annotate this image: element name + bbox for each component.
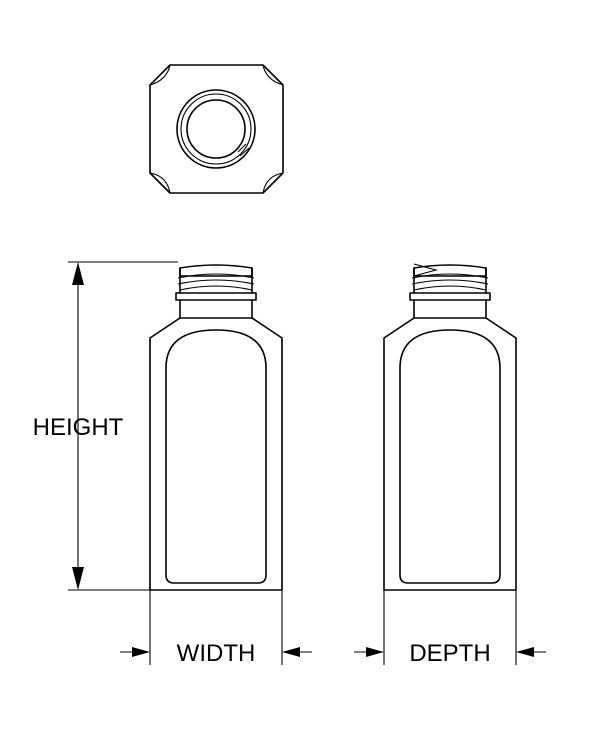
top-view-neck-outer <box>176 89 256 169</box>
width-arrow-right <box>282 647 300 657</box>
height-label: HEIGHT <box>33 414 124 441</box>
side-neck-ring <box>409 292 491 301</box>
front-thread-2 <box>177 279 255 285</box>
front-view <box>149 264 283 591</box>
width-label: WIDTH <box>177 640 256 667</box>
top-view-opening <box>186 99 246 159</box>
side-thread-start <box>413 263 439 277</box>
width-dimension <box>120 590 312 665</box>
depth-arrow-left <box>366 647 384 657</box>
front-label-panel <box>165 329 267 584</box>
top-view-corner-tr <box>262 64 284 86</box>
depth-dimension <box>354 590 546 665</box>
side-label-panel <box>399 329 501 584</box>
top-view-corner-bl <box>149 172 171 194</box>
depth-label: DEPTH <box>409 640 490 667</box>
front-neck <box>179 299 253 319</box>
side-view <box>383 263 517 591</box>
front-neck-ring <box>175 292 257 301</box>
top-view-corner-tl <box>149 64 171 86</box>
top-view-neck-ring <box>180 93 252 165</box>
height-arrow-bottom <box>72 567 84 590</box>
front-thread-1 <box>177 273 255 279</box>
height-arrow-top <box>72 262 84 285</box>
width-arrow-left <box>132 647 150 657</box>
front-body-shoulder-line <box>149 338 283 590</box>
top-view <box>149 64 284 194</box>
front-finish-sides <box>179 267 253 294</box>
front-body-outline <box>149 317 283 591</box>
top-view-corner-br <box>262 172 284 194</box>
top-view-thread-mark <box>237 143 250 157</box>
side-finish-sides <box>413 267 487 294</box>
top-view-outline <box>149 64 284 194</box>
side-thread-3 <box>413 285 487 291</box>
depth-arrow-right <box>516 647 534 657</box>
side-thread-2 <box>411 279 489 285</box>
front-thread-3 <box>179 285 253 291</box>
height-dimension <box>68 261 178 591</box>
side-thread-1 <box>411 273 489 279</box>
side-neck <box>413 299 487 319</box>
side-body-outline <box>383 317 517 591</box>
